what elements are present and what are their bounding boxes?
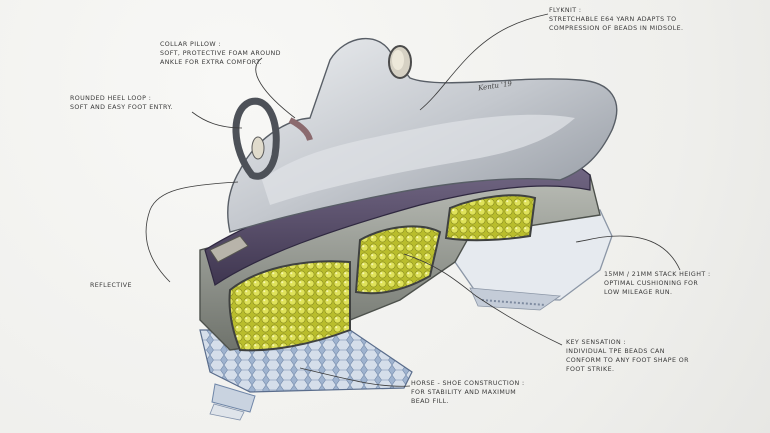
annotation-title: Horse - shoe construction : [411, 380, 525, 387]
annotation-text: foot strike. [566, 366, 615, 373]
annotation-key-sensation: Key sensation : individual TPE beads can… [566, 338, 689, 374]
bead-chamber-heel [228, 260, 351, 352]
annotation-text: for stability and maximum [411, 389, 517, 396]
annotation-text: Soft, protective foam around [160, 50, 281, 57]
annotation-text: individual TPE beads can [566, 348, 665, 355]
annotation-reflective: Reflective [90, 281, 132, 290]
annotation-text: Soft and easy foot entry. [70, 104, 173, 111]
annotation-flyknit: Flyknit : Stretchable E64 yarn adapts to… [549, 6, 683, 33]
leader-lines [145, 13, 681, 387]
annotation-title: Reflective [90, 282, 132, 289]
annotation-horseshoe: Horse - shoe construction : for stabilit… [411, 379, 525, 406]
annotation-text: low mileage run. [604, 289, 673, 296]
annotation-title: 15mm / 21mm stack height : [604, 271, 711, 278]
annotation-stack-height: 15mm / 21mm stack height : optimal cushi… [604, 270, 711, 297]
annotation-title: Key sensation : [566, 339, 627, 346]
annotation-text: optimal cushioning for [604, 280, 699, 287]
annotation-text: ankle for extra comfort. [160, 59, 263, 66]
annotation-text: compression of beads in midsole. [549, 25, 684, 32]
annotation-collar-pillow: Collar Pillow : Soft, protective foam ar… [160, 40, 281, 67]
annotation-title: Rounded heel loop : [70, 95, 152, 102]
bead-chamber-fore [444, 194, 537, 242]
annotation-title: Collar Pillow : [160, 41, 221, 48]
bead-chamber-mid [354, 225, 442, 295]
annotation-heel-loop: Rounded heel loop : Soft and easy foot e… [70, 94, 173, 112]
reflective-strip [209, 235, 249, 263]
annotation-text: Stretchable E64 yarn adapts to [549, 16, 677, 23]
heel-loop [232, 97, 280, 180]
annotation-title: Flyknit : [549, 7, 582, 14]
annotation-text: conform to any foot shape or [566, 357, 689, 364]
annotation-text: bead fill. [411, 398, 449, 405]
